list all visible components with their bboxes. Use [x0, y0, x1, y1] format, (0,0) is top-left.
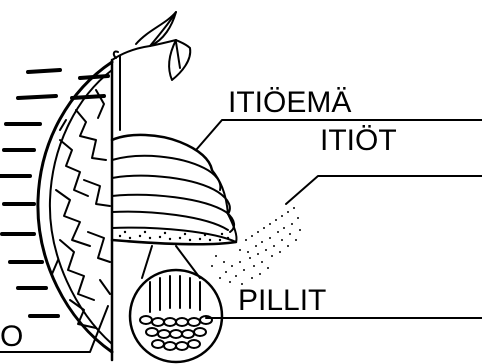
trunk-cross-section — [38, 62, 112, 352]
tubes-magnifier — [130, 246, 222, 362]
spore-cloud — [211, 207, 301, 285]
label-tubes: PILLIT — [238, 286, 326, 316]
fruiting-body — [112, 135, 237, 244]
pore-dots — [119, 231, 229, 241]
label-spores: ITIÖT — [320, 126, 397, 156]
leader-lines — [0, 120, 482, 352]
label-partial-left: O — [0, 322, 23, 352]
twig-with-leaves — [112, 12, 190, 80]
label-fruiting-body: ITIÖEMÄ — [228, 88, 351, 118]
